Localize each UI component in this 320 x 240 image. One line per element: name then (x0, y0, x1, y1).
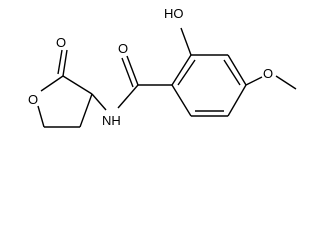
bond-c3-c4 (79, 93, 93, 128)
aromatic-inner-2 (223, 59, 241, 86)
bond-ring-6-1 (171, 84, 192, 117)
methoxy-oxygen-label: O (263, 66, 273, 81)
amide-linkage (91, 55, 172, 111)
benzene-ring (171, 54, 247, 117)
bond-methoxy-methyl (275, 75, 297, 90)
lactone-carbonyl-oxygen-label: O (56, 35, 66, 50)
bond-lactone-carbonyl-2 (57, 49, 63, 75)
lactone-ring (37, 49, 93, 128)
amide-nitrogen-label: NH (102, 113, 121, 128)
bond-ring-methoxy-o (245, 76, 263, 86)
bond-lactone-carbonyl-1 (62, 49, 68, 77)
atom-labels: HO O O O NH O (28, 6, 273, 128)
bond-n-c-amide (117, 84, 139, 109)
bond-c3-n (91, 93, 107, 111)
bond-amide-carbonyl-2 (121, 57, 134, 88)
bond-c2-c3 (62, 75, 93, 95)
bond-amide-carbonyl-1 (126, 55, 139, 86)
ring-oxygen-label: O (28, 92, 38, 107)
bond-ring-4-5 (227, 84, 247, 117)
bond-ring-1-2 (171, 54, 192, 86)
bond-ring-hydroxyl (180, 27, 192, 56)
chemical-structure-diagram: HO O O O NH O (28, 6, 297, 128)
bond-o1-c2 (40, 75, 64, 92)
amide-oxygen-label: O (118, 41, 128, 56)
substituents (180, 27, 297, 90)
bond-ring-3-4 (227, 54, 247, 86)
aromatic-inner-1 (177, 59, 196, 86)
hydroxyl-label: HO (164, 6, 184, 21)
bond-c5-o1 (37, 105, 45, 128)
